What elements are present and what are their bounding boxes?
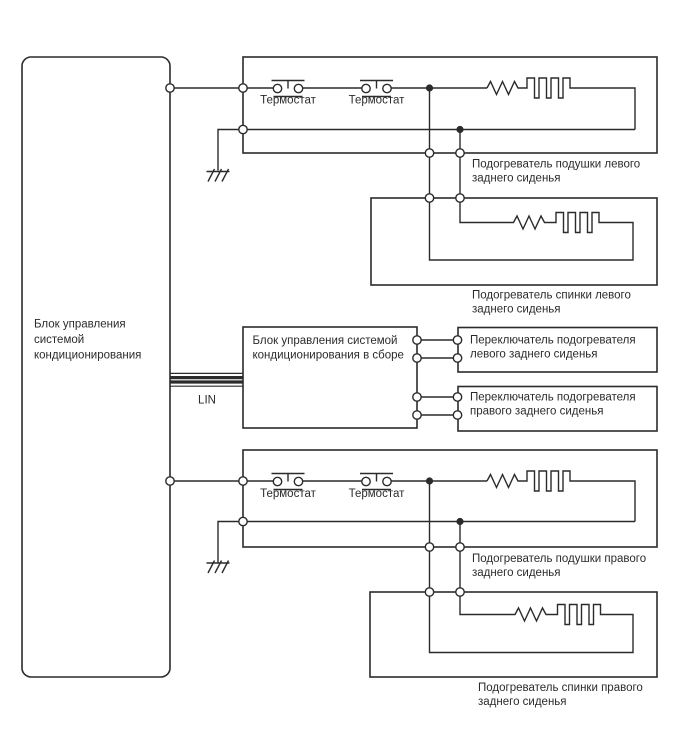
wires-left-seat: [170, 77, 636, 261]
heater-element-symbol: [428, 592, 634, 654]
heater-back-right-box: [369, 591, 658, 678]
ac-control-unit-label-line1: Блок управления: [34, 319, 126, 331]
ac-assembly-label-line1: Блок управления системой: [253, 335, 398, 347]
thermostat-symbol: Термостат: [260, 472, 317, 500]
terminal: [238, 516, 248, 527]
thermostat-icon: [360, 472, 393, 491]
terminal: [165, 476, 175, 486]
ac-control-unit-label-line2: системой: [34, 334, 84, 346]
junction-dot: [425, 477, 434, 485]
heater-label-line1: Подогреватель спинки левого: [472, 290, 631, 302]
switch-right-box: [457, 385, 658, 432]
terminal: [455, 587, 465, 597]
thermostat-contact: [293, 476, 304, 487]
terminal: [455, 148, 465, 158]
heater-label-line2: заднего сиденья: [472, 567, 561, 579]
ground-icon: [206, 168, 230, 182]
ground-symbol: [206, 168, 230, 182]
terminal: [452, 392, 463, 402]
ac-assembly-unit: Блок управления системой кондиционирован…: [253, 335, 404, 362]
heater-cushion-right-label: Подогреватель подушки правого заднего си…: [472, 553, 646, 579]
heater-cushion-right-box: [242, 449, 658, 548]
switch-right: Переключатель подогревателя правого задн…: [470, 392, 636, 418]
ground-symbol: [206, 560, 230, 574]
junction-dot: [456, 517, 464, 526]
thermostat-contact: [382, 476, 392, 487]
ac-assembly-unit-box: [242, 326, 418, 429]
heater-cushion-left-label: Подогреватель подушки левого заднего сид…: [472, 159, 640, 185]
ac-assembly-label-line2: кондиционирования в сборе: [253, 350, 404, 362]
heater-label-line1: Подогреватель подушки правого: [472, 553, 646, 565]
thermostat-contact: [361, 83, 371, 94]
ac-control-unit: Блок управления системой кондиционирован…: [21, 56, 171, 678]
lin-bus-label: LIN: [198, 395, 216, 407]
wires-right-seat: [170, 470, 636, 654]
junction-dot: [425, 84, 434, 92]
heater-element-symbol: [486, 470, 636, 522]
switch-left-label-line1: Переключатель подогревателя: [470, 335, 636, 347]
heater-label-line2: заднего сиденья: [478, 696, 567, 708]
terminal: [424, 542, 435, 552]
terminal: [424, 148, 435, 158]
terminal: [412, 410, 422, 420]
terminal: [424, 193, 435, 203]
thermostat-contact: [361, 476, 371, 487]
wire: [217, 128, 635, 171]
heater-label-line1: Подогреватель подушки левого: [472, 159, 640, 171]
wire: [217, 520, 635, 563]
ac-control-unit-label-line3: кондиционирования: [34, 350, 141, 362]
thermostat-icon: [360, 79, 393, 98]
thermostat-label: Термостат: [260, 488, 317, 500]
switch-wires: [417, 339, 458, 416]
terminal: [412, 353, 422, 363]
terminal: [238, 476, 248, 486]
terminal: [452, 410, 463, 420]
thermostat-symbol: Термостат: [349, 472, 406, 500]
ac-control-unit-box: [21, 56, 171, 678]
heater-back-left-label: Подогреватель спинки левого заднего сиде…: [472, 290, 631, 316]
switch-left-label-line2: левого заднего сиденья: [470, 349, 598, 361]
thermostat-symbol: Термостат: [349, 79, 406, 107]
thermostat-contact: [272, 476, 283, 487]
heater-label-line2: заднего сиденья: [472, 173, 561, 185]
thermostat-contact: [293, 83, 304, 94]
terminal: [412, 335, 422, 345]
thermostat-label: Термостат: [349, 488, 406, 500]
terminal: [238, 83, 248, 93]
terminal: [455, 193, 465, 203]
heater-element-symbol: [428, 198, 634, 261]
thermostat-label: Термостат: [349, 95, 406, 107]
terminal: [452, 353, 463, 363]
terminal: [455, 542, 465, 552]
switch-right-label-line2: правого заднего сиденья: [470, 406, 603, 418]
thermostat-label: Термостат: [260, 95, 317, 107]
switch-left-box: [457, 326, 658, 373]
ground-icon: [206, 560, 230, 574]
heater-element-symbol: [486, 77, 636, 130]
thermostat-symbol: Термостат: [260, 79, 317, 107]
heater-label-line1: Подогреватель спинки правого: [478, 682, 643, 694]
thermostat-icon: [271, 79, 305, 98]
thermostat-contact: [272, 83, 283, 94]
terminal: [452, 335, 463, 345]
heater-back-right-label: Подогреватель спинки правого заднего сид…: [478, 682, 643, 708]
heater-cushion-left-box: [242, 56, 658, 154]
heater-back-left-box: [370, 197, 658, 286]
terminal: [424, 587, 435, 597]
heater-label-line2: заднего сиденья: [472, 304, 561, 316]
thermostat-contact: [382, 83, 392, 94]
junction-dot: [456, 125, 464, 134]
thermostat-icon: [271, 472, 305, 491]
lin-bus: LIN: [170, 372, 243, 407]
terminal: [412, 392, 422, 402]
switch-right-label-line1: Переключатель подогревателя: [470, 392, 636, 404]
terminal: [238, 124, 248, 135]
terminal: [165, 83, 175, 93]
switch-left: Переключатель подогревателя левого задне…: [470, 335, 636, 361]
